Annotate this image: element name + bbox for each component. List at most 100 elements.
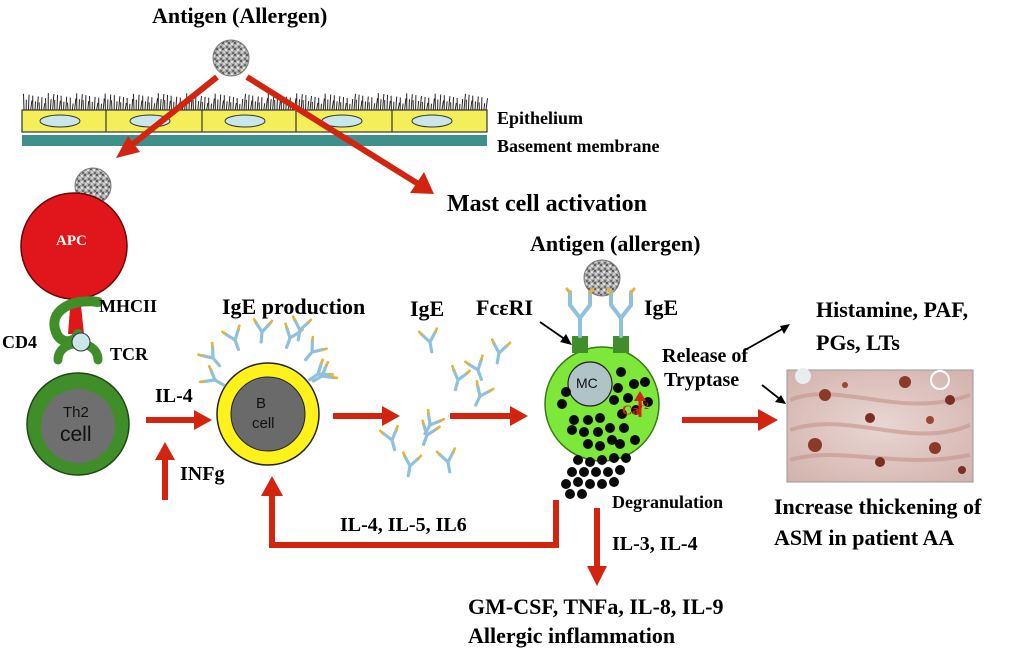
ige-antibody xyxy=(250,317,274,345)
arrow-antigen-to-apc xyxy=(126,74,219,151)
mc-label: MC xyxy=(576,375,598,391)
antigen-particle-mast xyxy=(583,259,621,297)
ige-bound-label: IgE xyxy=(644,295,679,320)
granule xyxy=(593,427,603,437)
cd4-label: CD4 xyxy=(2,332,37,352)
arrowhead xyxy=(410,172,434,194)
black-pointer-arrows xyxy=(539,321,790,404)
granule xyxy=(579,467,589,477)
il3-il4-label: IL-3, IL-4 xyxy=(612,533,698,555)
granule xyxy=(585,457,595,467)
ige-antibody xyxy=(486,338,512,367)
granule xyxy=(565,489,575,499)
arrowhead xyxy=(382,406,400,426)
bound-ige-right xyxy=(606,287,636,338)
granule xyxy=(569,415,579,425)
granule xyxy=(583,415,593,425)
ige-antibody xyxy=(435,447,461,476)
epithelial-nucleus xyxy=(224,114,266,128)
ige-antibody xyxy=(445,364,472,394)
granule xyxy=(595,413,605,423)
cytokines-label: GM-CSF, TNFa, IL-8, IL-9 xyxy=(468,594,724,619)
arrow-feedback-to-bcell xyxy=(269,494,559,548)
asm-label-line2: ASM in patient AA xyxy=(774,525,955,550)
granule xyxy=(643,397,653,407)
ige-antibody xyxy=(397,451,423,480)
granule xyxy=(609,395,619,405)
granule xyxy=(613,383,623,393)
ige-antibody xyxy=(378,424,405,454)
tcr-label: TCR xyxy=(110,344,149,364)
asm-label-line1: Increase thickening of xyxy=(774,494,982,519)
infg-label: INFg xyxy=(180,463,225,485)
granule xyxy=(619,423,629,433)
granule xyxy=(573,477,583,487)
mast-cell-activation-label: Mast cell activation xyxy=(447,191,647,217)
cilia xyxy=(23,93,488,111)
granule xyxy=(617,409,627,419)
granule xyxy=(609,453,619,463)
granule xyxy=(597,479,607,489)
granule xyxy=(583,439,593,449)
arrowhead xyxy=(194,410,212,430)
granule xyxy=(630,435,640,445)
bound-ige-left xyxy=(565,287,595,338)
tcr-antigen-complex xyxy=(71,332,91,352)
red-arrows xyxy=(116,74,778,586)
bcell-label-line2: cell xyxy=(252,415,275,432)
ige-antibody xyxy=(466,379,495,411)
antigen-mid-label: Antigen (allergen) xyxy=(530,231,701,256)
granule xyxy=(615,465,625,475)
basement-membrane-bar xyxy=(22,135,487,146)
granule xyxy=(615,439,625,449)
arrowhead xyxy=(116,136,140,158)
ige-antibody xyxy=(417,327,443,356)
mast-cell-nucleus xyxy=(567,361,613,407)
granule xyxy=(640,377,650,387)
arrowhead xyxy=(510,406,528,426)
fceri-label: FcεRI xyxy=(476,295,534,320)
th2-nucleus xyxy=(41,389,115,463)
calcium-superscript: +2 xyxy=(639,401,649,411)
ige-free-label: IgE xyxy=(410,296,445,321)
granule xyxy=(573,455,583,465)
granule xyxy=(591,467,601,477)
bcell-label-line1: B xyxy=(256,395,267,412)
granule xyxy=(616,367,626,377)
granule xyxy=(597,455,607,465)
granule xyxy=(629,379,639,389)
fceri-receptor-right xyxy=(613,336,629,353)
allergic-inflammation-label: Allergic inflammation xyxy=(468,623,676,648)
granule xyxy=(623,393,633,403)
granule xyxy=(577,489,587,499)
granule xyxy=(595,441,605,451)
epithelium-label: Epithelium xyxy=(497,108,584,128)
calcium-text: Ca xyxy=(622,403,640,419)
granule xyxy=(579,427,589,437)
granule xyxy=(561,387,571,397)
ige-antibody xyxy=(463,354,492,385)
th2-label-line1: Th2 xyxy=(63,404,89,421)
mast-cell-granules xyxy=(557,367,653,499)
granule xyxy=(603,467,613,477)
degranulation-label: Degranulation xyxy=(612,492,724,512)
antigen-top-label: Antigen (Allergen) xyxy=(152,3,328,28)
asm-histology-image xyxy=(786,368,974,483)
ige-antibody xyxy=(413,419,442,450)
fceri-receptor-left xyxy=(572,336,588,353)
ige-antibody xyxy=(220,324,249,355)
granule xyxy=(561,479,571,489)
release-label-line2: Tryptase xyxy=(664,369,740,391)
calcium-label: Ca+2 xyxy=(622,402,649,419)
mhcii-label: MHCII xyxy=(99,296,157,316)
granule xyxy=(621,453,631,463)
epithelial-nucleus xyxy=(39,114,81,128)
ige-production-label: IgE production xyxy=(222,294,366,319)
antigen-particle-top xyxy=(212,39,250,77)
arrowhead xyxy=(155,442,175,460)
il4-label: IL-4 xyxy=(155,385,193,407)
ige-antibody xyxy=(196,341,228,374)
histamine-label-line1: Histamine, PAF, xyxy=(816,297,969,322)
